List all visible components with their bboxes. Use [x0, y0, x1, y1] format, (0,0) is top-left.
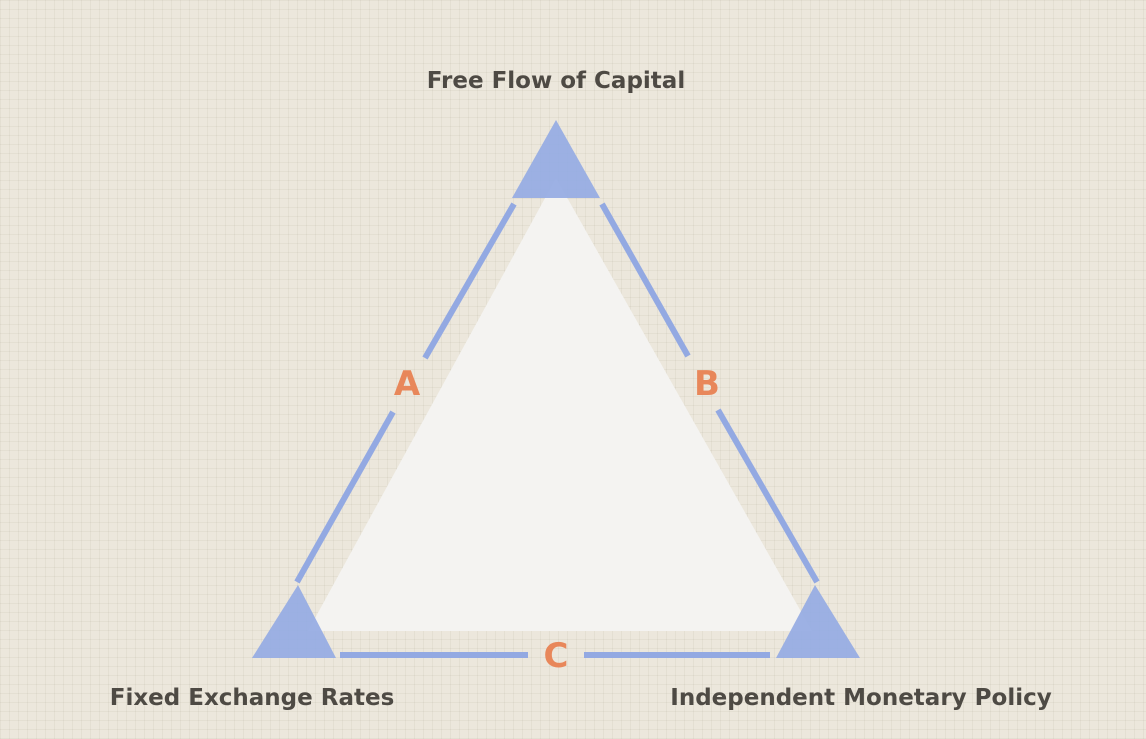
edge-right-upper: [599, 202, 691, 358]
vertex-label-bottom-left: Fixed Exchange Rates: [109, 685, 395, 711]
inner-triangle: [308, 178, 812, 631]
corner-bottom-left: [252, 585, 336, 658]
edge-right-lower: [715, 408, 820, 584]
edge-label-right: B: [694, 364, 720, 404]
edge-label-bottom: C: [543, 636, 569, 676]
corner-bottom-right: [776, 585, 860, 658]
edge-left-upper: [422, 202, 517, 360]
triangle-edges: [294, 202, 820, 658]
corner-top: [512, 120, 600, 198]
edge-left-lower: [294, 410, 396, 584]
vertex-label-bottom-right: Independent Monetary Policy: [670, 685, 1052, 711]
edge-label-left: A: [393, 364, 421, 404]
vertex-label-top: Free Flow of Capital: [426, 68, 686, 94]
